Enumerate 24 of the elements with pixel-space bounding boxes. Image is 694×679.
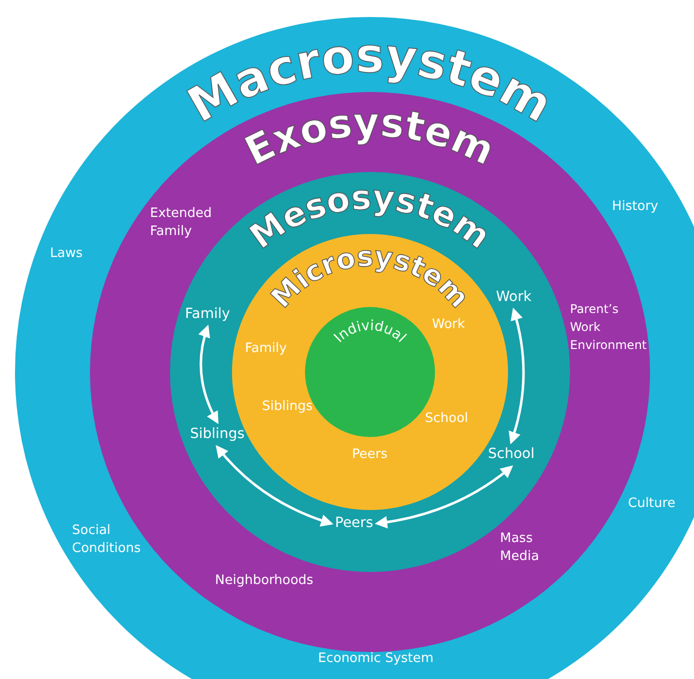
curved-title: Individual [331,318,409,346]
factor-label: Extended Family [150,205,213,241]
setting-label: Peers [335,514,374,533]
factor-label: Family [245,340,287,358]
factor-label: Neighborhoods [215,572,314,590]
double-arrow [198,324,218,424]
setting-label: School [488,445,534,464]
factor-label: Culture [628,495,676,513]
factor-label: Work [432,316,465,334]
factor-label: Siblings [262,398,313,416]
setting-label: Work [496,288,532,307]
factor-label: Economic System [318,650,434,668]
double-arrow [508,308,525,444]
factor-label: Social Conditions [72,522,142,558]
factor-label: History [612,198,658,216]
double-arrow [374,465,514,528]
setting-label: Family [185,305,230,324]
double-arrow [216,445,334,526]
factor-label: Peers [352,446,388,464]
factor-label: School [425,410,468,428]
setting-label: Siblings [190,425,244,444]
factor-label: Laws [50,245,83,263]
factor-label: Parent’s Work Environment [570,301,648,354]
factor-label: Mass Media [500,530,540,566]
